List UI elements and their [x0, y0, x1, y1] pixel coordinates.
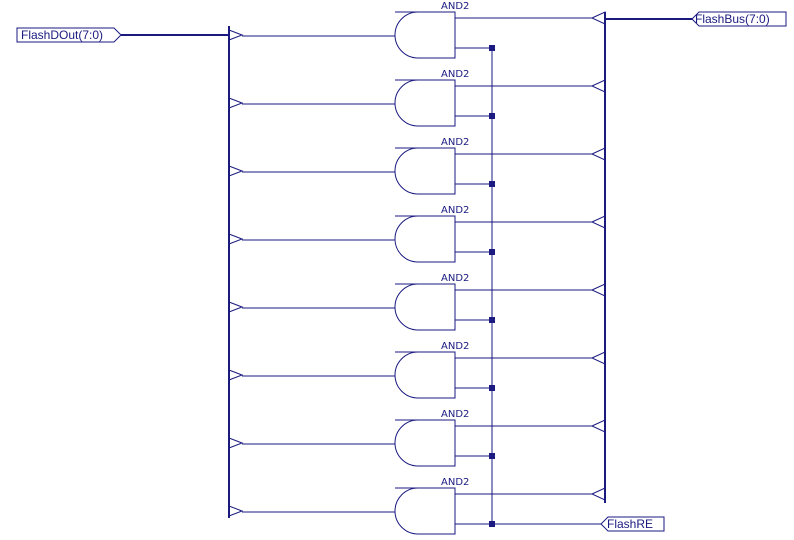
and2-gate-4: AND2	[228, 273, 606, 331]
gate-type-label: AND2	[441, 1, 469, 12]
junction-dot	[489, 249, 495, 255]
port-flashre[interactable]: FlashRE	[600, 516, 665, 532]
gate-type-label: AND2	[441, 137, 469, 148]
junction-dot	[489, 521, 495, 527]
output-bus-ripper	[590, 79, 606, 93]
and-gate-shape	[394, 79, 456, 127]
gate-type-label: AND2	[441, 205, 469, 216]
gate-type-label: AND2	[441, 409, 469, 420]
port-flashre-label: FlashRE	[607, 517, 653, 531]
input-bus-ripper	[228, 369, 244, 381]
junction-dot	[489, 45, 495, 51]
port-flashdout-label: FlashDOut(7:0)	[21, 28, 103, 42]
port-flashbus[interactable]: FlashBus(7:0)	[691, 11, 787, 27]
output-bus-ripper	[590, 487, 606, 501]
and2-gate-3: AND2	[228, 205, 606, 263]
and-gate-shape	[394, 147, 456, 195]
and-gate-shape	[394, 11, 456, 59]
output-bus-ripper	[590, 419, 606, 433]
and-gate-shape	[394, 283, 456, 331]
and-gate-shape	[394, 487, 456, 535]
gate-type-label: AND2	[441, 477, 469, 488]
output-bus-ripper	[590, 147, 606, 161]
gate-type-label: AND2	[441, 273, 469, 284]
output-bus-ripper	[590, 11, 606, 25]
output-bus-ripper	[590, 351, 606, 365]
and2-gate-7: AND2	[228, 477, 606, 535]
input-bus-ripper	[228, 301, 244, 313]
input-bus-ripper	[228, 165, 244, 177]
junction-dot	[489, 181, 495, 187]
output-bus-ripper	[590, 215, 606, 229]
port-flashdout[interactable]: FlashDOut(7:0)	[16, 27, 122, 43]
output-bus-ripper	[590, 283, 606, 297]
input-bus-ripper	[228, 97, 244, 109]
input-bus-ripper	[228, 233, 244, 245]
port-flashbus-label: FlashBus(7:0)	[695, 12, 770, 26]
and-gate-shape	[394, 419, 456, 467]
and-gate-shape	[394, 215, 456, 263]
input-bus-ripper	[228, 505, 244, 517]
gate-type-label: AND2	[441, 69, 469, 80]
and2-gate-1: AND2	[228, 69, 606, 127]
input-bus-ripper	[228, 29, 244, 41]
and-gate-shape	[394, 351, 456, 399]
and2-gate-6: AND2	[228, 409, 606, 467]
junction-dot	[489, 317, 495, 323]
gate-type-label: AND2	[441, 341, 469, 352]
junction-dot	[489, 453, 495, 459]
input-bus-ripper	[228, 437, 244, 449]
and2-gate-2: AND2	[228, 137, 606, 195]
junction-dot	[489, 113, 495, 119]
and2-gate-5: AND2	[228, 341, 606, 399]
junction-dot	[489, 385, 495, 391]
and2-gate-0: AND2	[228, 1, 606, 59]
